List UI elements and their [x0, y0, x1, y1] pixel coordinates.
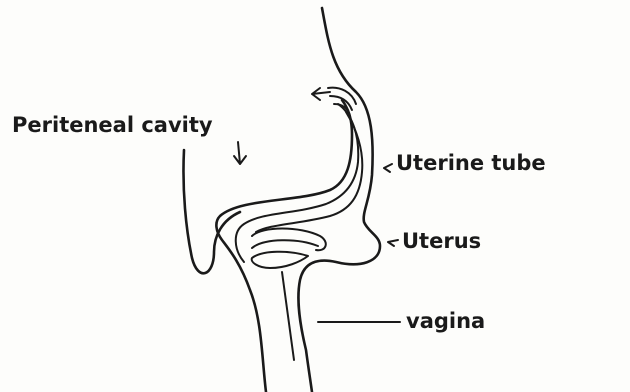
vagina-inner-line: [282, 272, 294, 360]
peritoneal-arrow: [234, 142, 246, 164]
label-uterine-tube: Uterine tube: [396, 151, 546, 175]
label-peritoneal-cavity: Periteneal cavity: [12, 113, 213, 137]
tube-opening-arc-2: [330, 96, 352, 110]
uterine-tube-leader: [384, 164, 392, 172]
uterus-leader: [388, 240, 398, 246]
outer-wall-right: [298, 8, 380, 392]
label-vagina: vagina: [406, 309, 485, 333]
uterus-lining-2: [252, 240, 318, 248]
uterus-lining-3: [252, 252, 308, 268]
tube-opening-arrow: [312, 88, 330, 100]
label-uterus: Uterus: [402, 229, 481, 253]
